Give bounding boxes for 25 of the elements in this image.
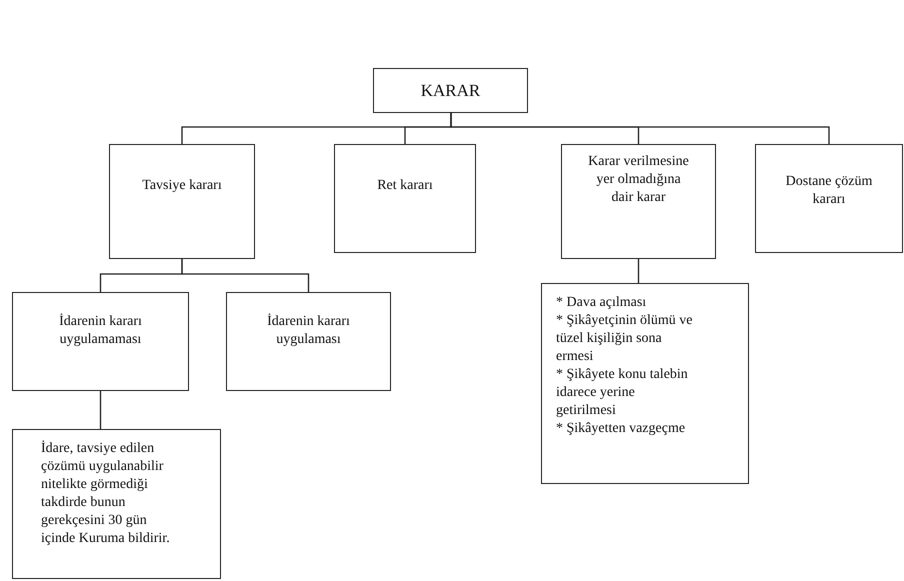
box-text: İdare, tavsiye edilen çözümü uygulanabilir nitelikte görmediği takdirde bunun gerekçesini 30 gün içinde Kuruma bildirir. xyxy=(41,440,170,548)
decision-box xyxy=(755,144,903,253)
connector-line xyxy=(638,259,640,283)
list-item: * Şikâyetçinin ölümü ve tüzel kişiliğin sona ermesi xyxy=(556,312,694,366)
list-item: * Şikâyetten vazgeçme xyxy=(556,420,686,438)
decision-box xyxy=(226,292,391,391)
box-text: Dostane çözüm kararı xyxy=(784,173,874,209)
connector-line xyxy=(450,113,830,144)
box-text: İdarenin kararı uygulaması xyxy=(266,313,351,349)
decision-box xyxy=(334,144,476,253)
list-item: * Dava açılması xyxy=(556,294,648,312)
decision-box xyxy=(12,292,189,391)
decision-box xyxy=(109,144,255,259)
list-item: * Şikâyete konu talebin idarece yerine getirilmesi xyxy=(556,366,689,420)
box-text: Ret kararı xyxy=(376,177,434,195)
box-text: İdarenin kararı uygulamaması xyxy=(58,313,143,349)
connector-line xyxy=(181,259,310,292)
box-text: Tavsiye kararı xyxy=(141,177,223,195)
box-text: KARAR xyxy=(420,82,480,100)
decision-box xyxy=(541,283,749,484)
decision-box xyxy=(373,68,528,113)
decision-box xyxy=(561,144,716,259)
box-text: Karar verilmesine yer olmadığına dair karar xyxy=(587,153,690,207)
decision-box xyxy=(12,429,221,579)
connector-line xyxy=(100,391,102,429)
